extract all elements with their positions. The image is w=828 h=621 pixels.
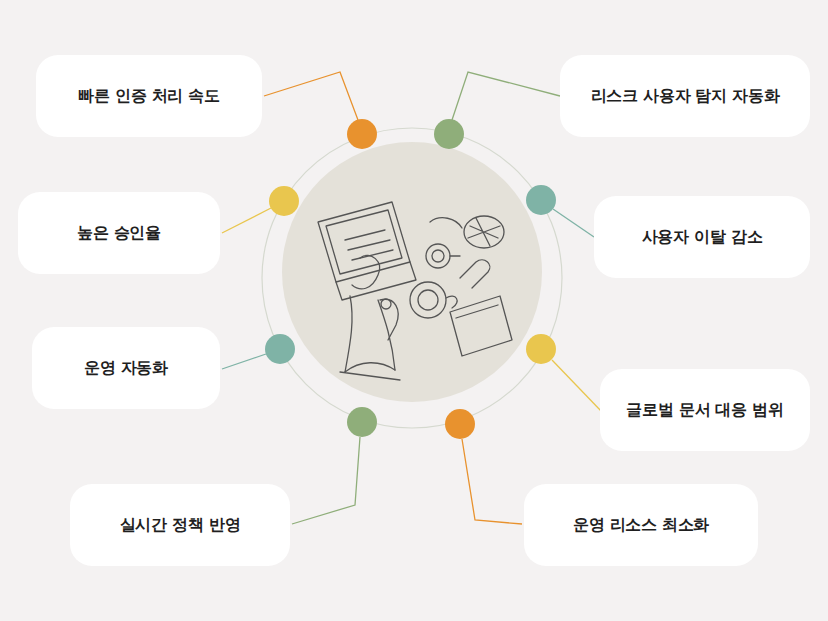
- benefit-box: 운영 리소스 최소화: [524, 484, 758, 566]
- benefit-box: 높은 승인율: [18, 192, 220, 274]
- benefit-box: 운영 자동화: [32, 327, 220, 409]
- benefit-text: 빠른 인증 처리 속도: [78, 86, 219, 107]
- benefit-box: 빠른 인증 처리 속도: [36, 55, 262, 137]
- benefit-box: 리스크 사용자 탐지 자동화: [560, 55, 810, 137]
- benefit-box: 사용자 이탈 감소: [594, 196, 810, 278]
- benefit-text: 리스크 사용자 탐지 자동화: [591, 86, 780, 107]
- benefit-box: 실시간 정책 반영: [70, 484, 290, 566]
- benefit-text: 글로벌 문서 대응 범위: [626, 400, 783, 421]
- benefit-text: 운영 리소스 최소화: [573, 515, 709, 536]
- benefit-text: 실시간 정책 반영: [120, 515, 240, 536]
- benefit-text: 사용자 이탈 감소: [642, 227, 762, 248]
- benefit-text: 높은 승인율: [77, 223, 161, 244]
- benefit-text: 운영 자동화: [84, 358, 168, 379]
- benefit-box: 글로벌 문서 대응 범위: [600, 369, 810, 451]
